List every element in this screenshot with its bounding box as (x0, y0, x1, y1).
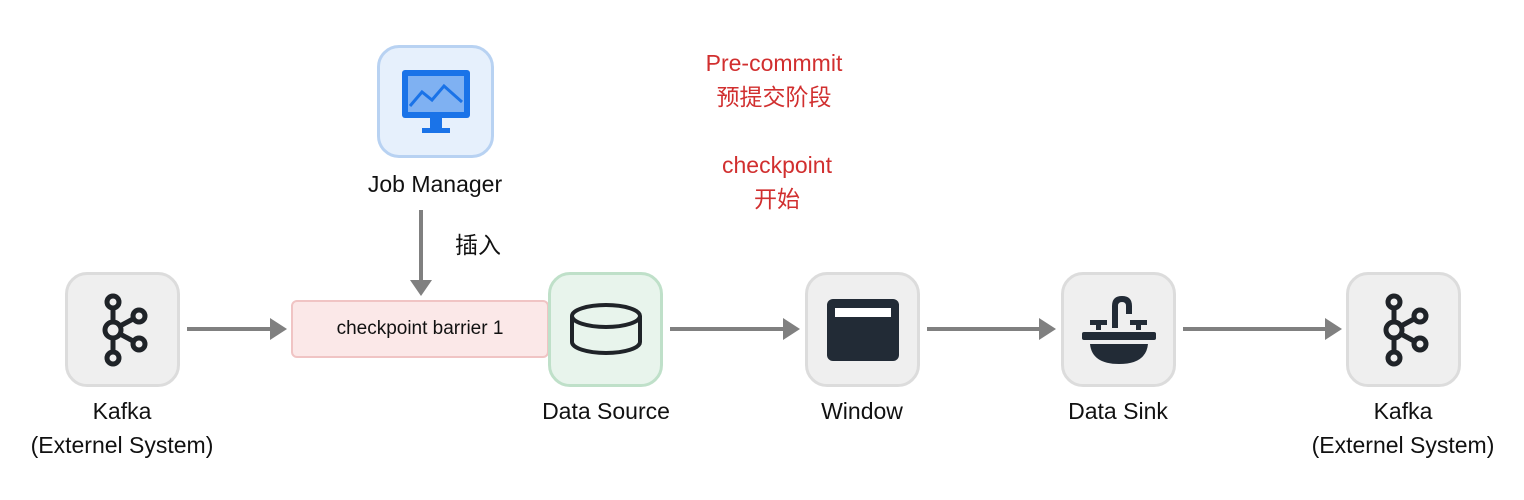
window-label: Window (821, 398, 903, 424)
job-manager-label: Job Manager (367, 171, 503, 197)
checkpoint-start-annotation: checkpoint 开始 (722, 152, 832, 212)
kafka-output-label: Kafka (Externel System) (1311, 398, 1495, 458)
kafka-output-node[interactable] (1346, 272, 1461, 387)
data-source-node[interactable] (548, 272, 663, 387)
job-manager-node[interactable] (377, 45, 494, 158)
insert-edge-label: 插入 (455, 232, 501, 258)
window-icon (826, 298, 899, 361)
window-node[interactable] (805, 272, 920, 387)
kafka-input-label: Kafka (Externel System) (30, 398, 214, 458)
checkpoint-barrier-label: checkpoint barrier 1 (336, 318, 504, 339)
sink-faucet-icon (1081, 295, 1156, 364)
kafka-icon (1383, 293, 1428, 366)
kafka-input-node[interactable] (65, 272, 180, 387)
checkpoint-barrier[interactable]: checkpoint barrier 1 (291, 300, 549, 358)
data-sink-node[interactable] (1061, 272, 1176, 387)
database-icon (569, 302, 642, 355)
precommit-annotation: Pre-commmit 预提交阶段 (705, 50, 843, 110)
data-source-label: Data Source (542, 398, 670, 424)
kafka-icon (102, 293, 147, 366)
monitor-chart-icon (401, 69, 470, 133)
data-sink-label: Data Sink (1068, 398, 1168, 424)
